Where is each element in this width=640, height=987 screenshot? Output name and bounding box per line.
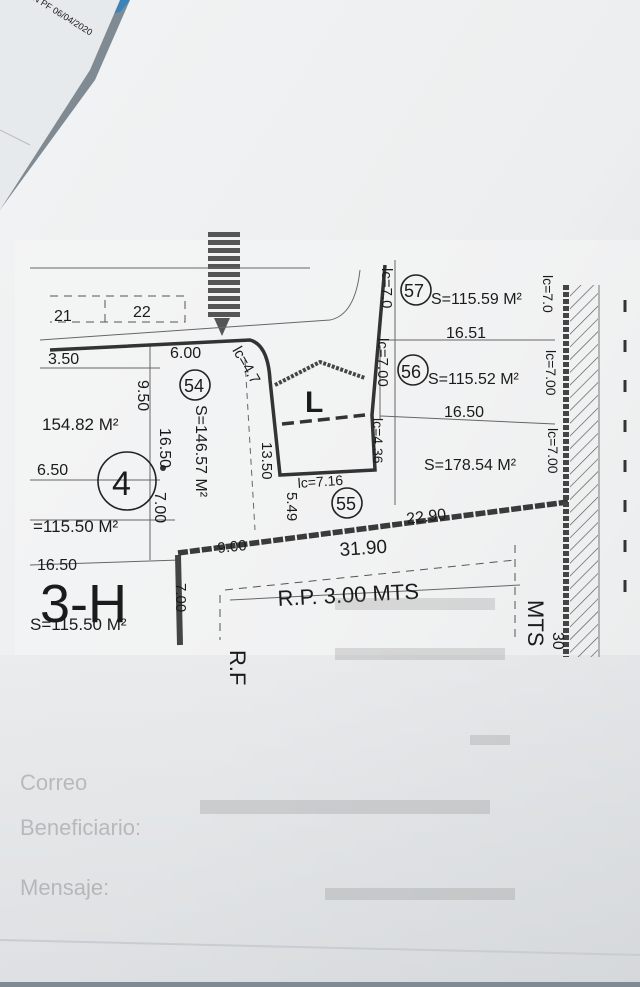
dim-9-00: 9.00	[217, 537, 248, 557]
dim-16-50-h: 16.50	[37, 557, 77, 574]
area-115-50-a: =115.50 M²	[33, 517, 119, 536]
area-115-52: S=115.52 M²	[428, 371, 520, 388]
lot-label-54: 54	[184, 376, 204, 396]
lot-label-55: 55	[336, 494, 356, 514]
dim-lc-4-36: lc=4.36	[370, 418, 386, 464]
road-edge-line	[177, 499, 569, 556]
block-label-4: 4	[112, 465, 131, 503]
dim-lc-7-0-top: lc=7.0	[378, 268, 395, 308]
dim-lc-7-00-right: lc=7.00	[543, 350, 559, 396]
form-row-correo: Correo	[20, 770, 87, 795]
area-154-82: 154.82 M²	[42, 415, 119, 434]
lot-label-22: 22	[133, 304, 151, 321]
form-row-beneficiario: Beneficiario:	[20, 815, 141, 840]
under-sheet	[0, 0, 120, 210]
lower-form-area	[0, 655, 640, 982]
faded-form: Correo Beneficiario: Mensaje:	[20, 598, 515, 900]
dim-7-00-v: 7.00	[151, 492, 168, 523]
dim-9-50: 9.50	[134, 380, 151, 411]
dim-lc-7-00-a: lc=7.00	[374, 338, 391, 387]
side-label-mts: MTS	[523, 600, 548, 646]
block-label-3h: 3-H	[40, 574, 127, 634]
dim-lc-7-0-right: lc=7.0	[540, 275, 556, 313]
dim-6-00: 6.00	[170, 345, 201, 362]
dim-16-51: 16.51	[446, 325, 486, 342]
lot-label-57: 57	[404, 281, 424, 301]
arrow-marker	[208, 232, 240, 336]
dim-13-50: 13.50	[258, 442, 275, 480]
dim-16-50-v: 16.50	[156, 428, 173, 468]
dim-7-00-lower: 7.00	[172, 583, 189, 612]
l-mark: L	[305, 386, 323, 419]
area-178-54: S=178.54 M²	[424, 457, 517, 474]
roof-mark	[274, 359, 366, 387]
hatched-strip	[570, 285, 598, 657]
road-label-cut: R.F	[225, 650, 250, 685]
side-label-num: 30	[549, 632, 566, 650]
area-115-50-b: S=115.50 M²	[30, 615, 127, 634]
dim-31-90: 31.90	[339, 537, 388, 561]
dim-lc-7-16: lc=7.16	[297, 472, 344, 491]
dim-6-50: 6.50	[37, 462, 68, 479]
lot-label-56: 56	[401, 362, 421, 382]
dim-16-50-right: 16.50	[444, 404, 484, 421]
dim-3-50: 3.50	[48, 351, 79, 368]
area-146-57: S=146.57 M²	[192, 405, 209, 498]
lot-label-21: 21	[54, 308, 72, 325]
dim-lc-7-00-right-low: lc=7.00	[545, 428, 561, 474]
dim-5-49: 5.49	[283, 492, 300, 521]
dim-22-90: 22.90	[405, 506, 447, 528]
form-row-mensaje: Mensaje:	[20, 875, 109, 900]
plan-fragment	[15, 240, 640, 655]
area-115-59: S=115.59 M²	[431, 291, 523, 308]
